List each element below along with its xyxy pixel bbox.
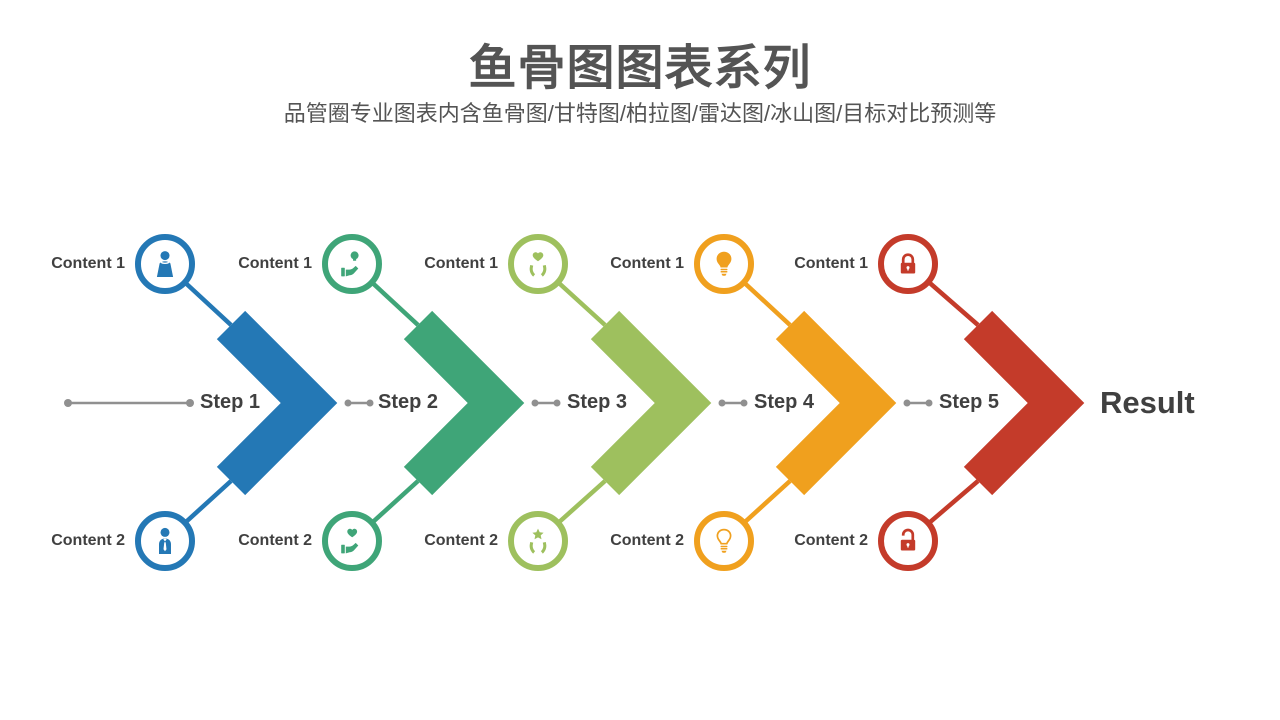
step-4-graphics xyxy=(694,234,897,571)
step-5-leader-line xyxy=(903,399,933,407)
step-2-graphics xyxy=(322,234,525,571)
step-2-content-top-label: Content 1 xyxy=(238,255,312,272)
step-5-content-bottom-label: Content 2 xyxy=(794,532,868,549)
step-3-content-bottom-label: Content 2 xyxy=(424,532,498,549)
step-4-label: Step 4 xyxy=(754,391,815,413)
slide-title: 鱼骨图图表系列 xyxy=(468,42,812,95)
step-1-chevron xyxy=(216,310,338,496)
step-3-label: Step 3 xyxy=(567,391,628,413)
step-1-leader-line xyxy=(64,399,194,407)
lock-open-icon xyxy=(900,528,916,551)
businessman-icon xyxy=(159,527,171,554)
lightbulb-filled-icon xyxy=(716,251,732,276)
step-3-leader-line xyxy=(531,399,561,407)
hands-holding-star-icon xyxy=(529,528,547,554)
step-2-label: Step 2 xyxy=(378,391,439,413)
step-1-graphics xyxy=(135,234,338,571)
step-3-chevron xyxy=(590,310,712,496)
step-3-content-bottom-circle xyxy=(508,511,568,571)
step-5-content-top-label: Content 1 xyxy=(794,255,868,272)
step-2-content-top-circle xyxy=(322,234,382,294)
step-1-content-bottom-label: Content 2 xyxy=(51,532,125,549)
step-2-leader-line xyxy=(344,399,374,407)
hand-holding-heart-icon xyxy=(341,528,359,554)
step-3-graphics xyxy=(508,234,712,571)
step-2-chevron xyxy=(403,310,525,496)
step-2-content-bottom-circle xyxy=(322,511,382,571)
step-connectors xyxy=(64,399,933,407)
lightbulb-outline-icon xyxy=(716,528,732,553)
slide-subtitle: 品管圈专业图表内含鱼骨图/甘特图/柏拉图/雷达图/冰山图/目标对比预测等 xyxy=(283,101,997,126)
step-5-label: Step 5 xyxy=(939,391,1000,413)
step-3-content-top-circle xyxy=(508,234,568,294)
hand-holding-lightbulb-icon xyxy=(341,251,359,277)
step-1-label: Step 1 xyxy=(200,391,261,413)
step-4-content-bottom-label: Content 2 xyxy=(610,532,684,549)
step-4-leader-line xyxy=(718,399,748,407)
lock-closed-icon xyxy=(900,253,916,274)
step-4-content-top-label: Content 1 xyxy=(610,255,684,272)
step-1-content-top-label: Content 1 xyxy=(51,255,125,272)
result-label: Result xyxy=(1100,385,1195,420)
step-5-chevron xyxy=(963,310,1085,496)
step-3-content-top-label: Content 1 xyxy=(424,255,498,272)
step-2-content-bottom-label: Content 2 xyxy=(238,532,312,549)
hands-holding-heart-icon xyxy=(529,252,547,277)
step-5-graphics xyxy=(878,234,1085,571)
step-4-chevron xyxy=(775,310,897,496)
step-4-content-bottom-circle xyxy=(694,511,754,571)
businesswoman-icon xyxy=(156,251,174,277)
slide-header: 鱼骨图图表系列 品管圈专业图表内含鱼骨图/甘特图/柏拉图/雷达图/冰山图/目标对… xyxy=(0,42,1280,128)
